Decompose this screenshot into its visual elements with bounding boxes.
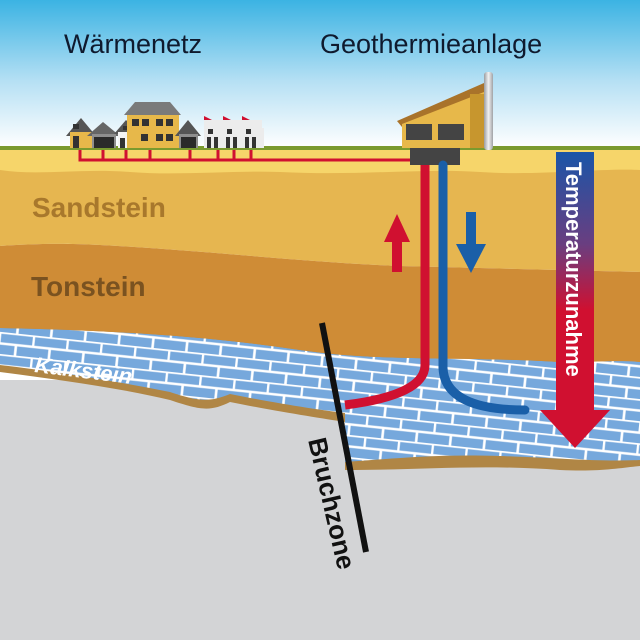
limestone-layer [0,328,640,462]
temperature-increase-label: Temperaturzunahme [561,162,586,377]
heat-network-title: Wärmenetz [64,29,202,59]
ground-surface [0,146,640,150]
hot-well-pipe [344,165,430,410]
heat-network-pipes [78,150,412,162]
fault-line [319,322,369,553]
village-houses [66,102,264,148]
sky [0,0,640,148]
claystone-layer [0,243,640,362]
temperature-increase-arrow [540,152,610,448]
claystone-label: Tonstein [31,271,146,302]
cold-well-pipe [438,160,530,415]
hot-flow-up-arrow-icon [384,214,410,272]
geothermal-plant-title: Geothermieanlage [320,29,542,59]
geothermal-plant-building [397,72,493,165]
sandstone-label: Sandstein [32,192,166,223]
cold-flow-down-arrow-icon [456,212,486,273]
